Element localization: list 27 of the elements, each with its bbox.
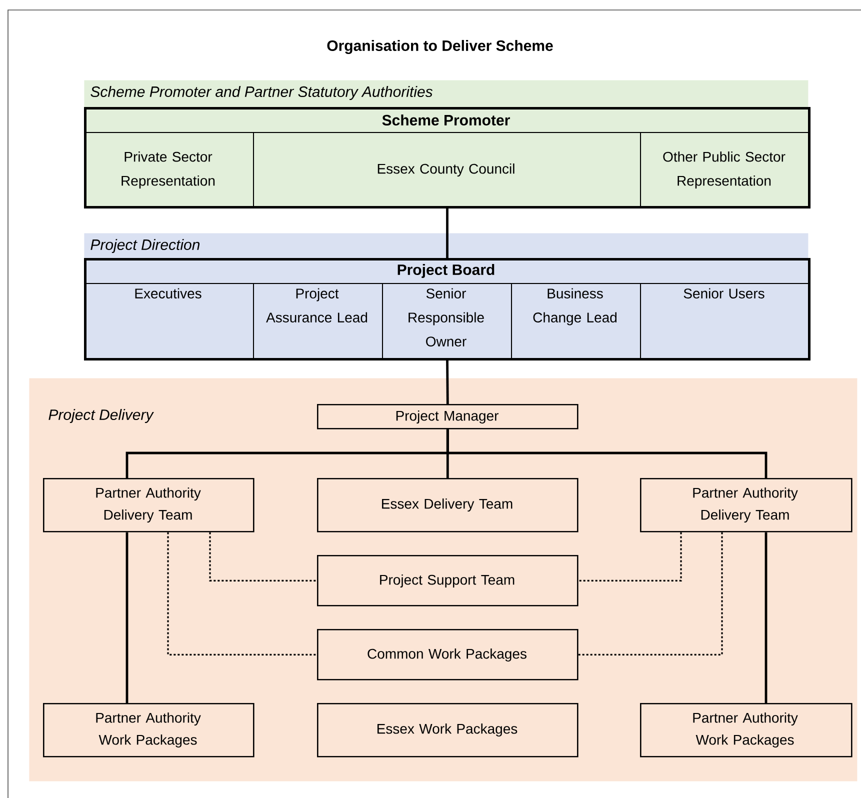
table-cell: Business Change Lead xyxy=(511,283,641,359)
dotted-connector xyxy=(578,532,682,582)
connector-line xyxy=(446,360,449,404)
table-cell: Executives xyxy=(84,283,254,359)
table-cell: Private Sector Representation xyxy=(84,132,254,207)
title: Organisation to Deliver Scheme xyxy=(327,40,553,54)
process-box: Essex Delivery Team xyxy=(317,478,578,532)
connector-line xyxy=(446,208,448,258)
process-box: Partner Authority Delivery Team xyxy=(43,478,254,532)
table-cell: Senior Responsible Owner xyxy=(382,283,512,359)
process-box: Partner Authority Delivery Team xyxy=(640,478,852,532)
table-cell: Essex County Council xyxy=(253,132,641,207)
table-cell: Other Public Sector Representation xyxy=(640,132,809,207)
dotted-connector xyxy=(167,532,317,656)
process-box: Common Work Packages xyxy=(317,629,578,680)
dotted-connector xyxy=(209,532,317,582)
process-box: Partner Authority Work Packages xyxy=(43,703,254,758)
connector-line xyxy=(764,532,768,703)
table-cell: Project Assurance Lead xyxy=(253,283,383,359)
connector-line xyxy=(446,429,768,478)
table-cell: Senior Users xyxy=(640,283,809,359)
process-box: Partner Authority Work Packages xyxy=(640,703,852,758)
dotted-connector xyxy=(578,532,723,656)
process-box: Project Manager xyxy=(317,404,578,430)
connector-line xyxy=(126,532,128,703)
process-box: Project Support Team xyxy=(317,555,578,606)
process-box: Essex Work Packages xyxy=(317,703,578,758)
